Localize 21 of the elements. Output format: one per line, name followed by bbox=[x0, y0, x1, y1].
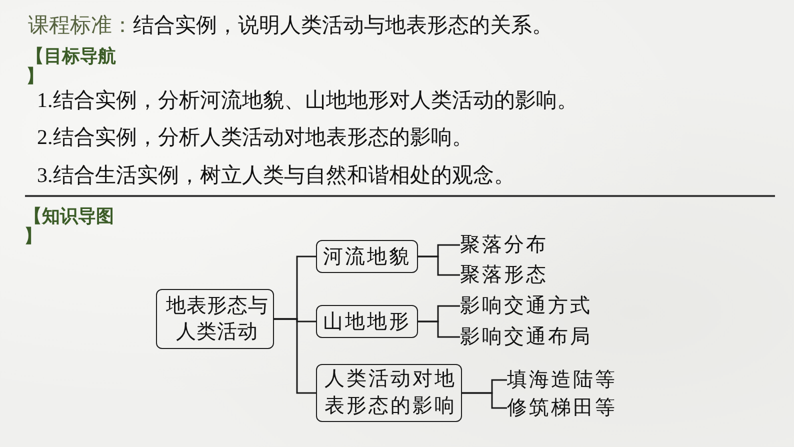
branch-text: 聚落形态 bbox=[460, 263, 548, 287]
connector-line bbox=[462, 392, 507, 409]
branch-text: 修筑梯田等 bbox=[507, 396, 617, 420]
branch-text: 填海造陆等 bbox=[507, 368, 617, 392]
section-heading: 【知识导图】 bbox=[24, 207, 115, 247]
standard-label: 课程标准： bbox=[28, 13, 133, 37]
topic-box: 地表形态与人类活动 bbox=[156, 289, 274, 349]
standard-text: 结合实例，说明人类活动与地表形态的关系。 bbox=[133, 13, 553, 37]
branch-text: 聚落分布 bbox=[460, 233, 548, 257]
branch-text: 影响交通方式 bbox=[460, 294, 592, 318]
topic-box: 山地地形 bbox=[316, 305, 418, 338]
objective-text: 3.结合生活实例，树立人类与自然和谐相处的观念。 bbox=[37, 163, 515, 187]
connector-line bbox=[418, 256, 460, 276]
objective-text: 1.结合实例，分析河流地貌、山地地形对人类活动的影响。 bbox=[37, 88, 578, 112]
connector-line bbox=[274, 318, 316, 394]
objective-text: 2.结合实例，分析人类活动对地表形态的影响。 bbox=[37, 125, 473, 149]
topic-box: 人类活动对地表形态的影响 bbox=[316, 364, 462, 422]
branch-text: 影响交通布局 bbox=[460, 325, 592, 349]
topic-box: 河流地貌 bbox=[316, 240, 418, 273]
connector-line bbox=[418, 320, 460, 338]
section-heading: 【目标导航】 bbox=[26, 47, 117, 87]
